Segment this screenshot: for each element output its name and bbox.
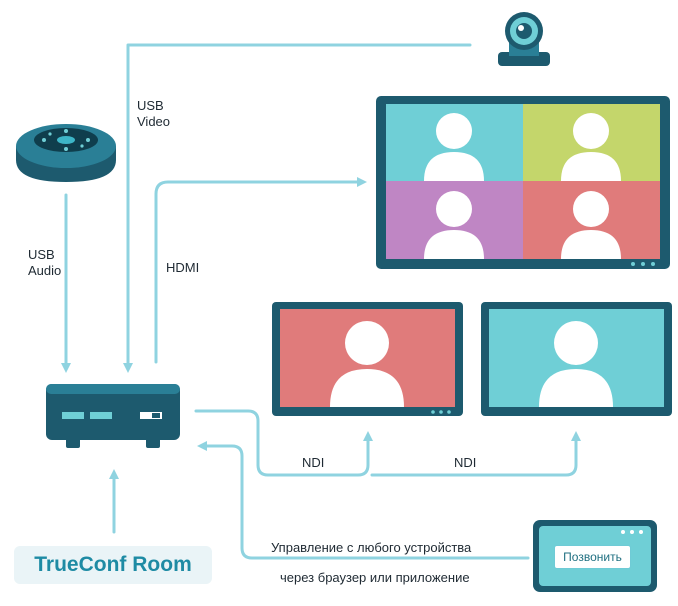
main-display [376,96,670,269]
mini-pc-icon [46,384,180,448]
ndi-monitor-right [481,302,672,416]
hdmi-line [154,177,367,364]
control-label-line2: через браузер или приложение [280,570,470,585]
ndi-monitor-left [272,302,463,416]
ndi-label-left: NDI [302,455,325,470]
control-label-line1: Управление с любого устройства [271,540,472,555]
trueconf-room-badge: TrueConf Room [14,546,212,584]
call-button[interactable]: Позвонить [554,545,631,569]
usb-video-line [123,43,472,373]
control-line [197,441,530,560]
webcam-icon [498,12,550,66]
ndi-label-right: NDI [454,455,477,470]
speakerphone-icon [16,124,116,182]
ndi-line-right [370,431,581,477]
usb-audio-label: USB Audio [28,247,62,278]
hdmi-label: HDMI [166,260,200,275]
usb-video-label: USB Video [137,98,171,129]
person-icon [424,113,621,259]
ndi-line-left [194,409,373,477]
